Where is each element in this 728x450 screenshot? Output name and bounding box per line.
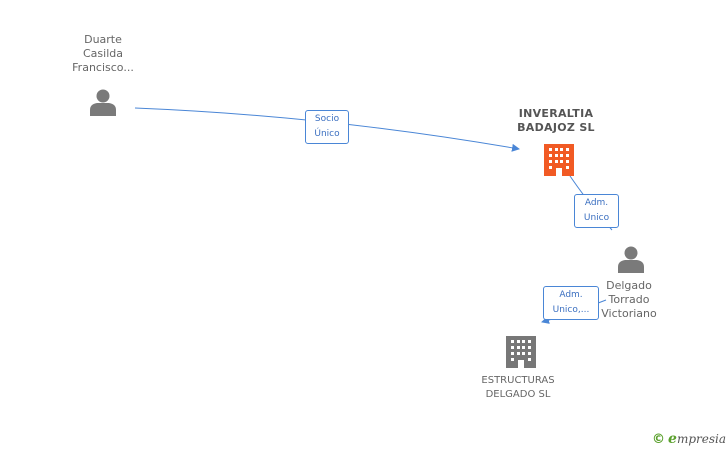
node-label-line: Torrado xyxy=(608,293,650,306)
node-label-line: INVERALTIA xyxy=(518,107,594,120)
edge-label-line: Único xyxy=(314,129,340,139)
node-label-estructuras[interactable]: ESTRUCTURAS DELGADO SL xyxy=(468,374,568,402)
edge-label-line: Adm. xyxy=(559,290,583,300)
edge-label-adm-unico[interactable]: Adm. Unico xyxy=(574,194,619,228)
person-icon[interactable] xyxy=(90,89,116,117)
edge-label-socio-unico[interactable]: Socio Único xyxy=(305,110,349,144)
node-label-line: Casilda xyxy=(83,47,123,60)
building-icon[interactable] xyxy=(506,336,536,368)
edge-label-line: Unico xyxy=(583,213,610,223)
node-label-duarte[interactable]: Duarte Casilda Francisco... xyxy=(53,33,153,75)
footer-branding: © empresia xyxy=(652,431,726,447)
brand-name: mpresia xyxy=(676,432,726,446)
brand-logo[interactable]: empresia xyxy=(668,431,726,447)
copyright-icon: © xyxy=(652,431,666,447)
edge-label-line: Socio xyxy=(314,114,340,124)
brand-initial: e xyxy=(668,431,677,447)
person-icon[interactable] xyxy=(618,246,644,274)
node-label-line: Francisco... xyxy=(72,61,134,74)
node-label-line: Victoriano xyxy=(601,307,657,320)
node-label-inveraltia[interactable]: INVERALTIA BADAJOZ SL xyxy=(496,107,616,135)
node-label-line: Delgado xyxy=(606,279,652,292)
node-label-delgado[interactable]: Delgado Torrado Victoriano xyxy=(588,279,670,321)
edge-label-adm-unico-2[interactable]: Adm. Unico,... xyxy=(543,286,599,320)
node-label-line: DELGADO SL xyxy=(485,389,551,400)
building-icon[interactable] xyxy=(544,144,574,176)
node-label-line: ESTRUCTURAS xyxy=(481,375,555,386)
node-label-line: BADAJOZ SL xyxy=(517,121,595,134)
edge-label-line: Adm. xyxy=(584,198,609,208)
node-label-line: Duarte xyxy=(84,33,122,46)
edge-label-line: Unico,... xyxy=(552,305,590,315)
